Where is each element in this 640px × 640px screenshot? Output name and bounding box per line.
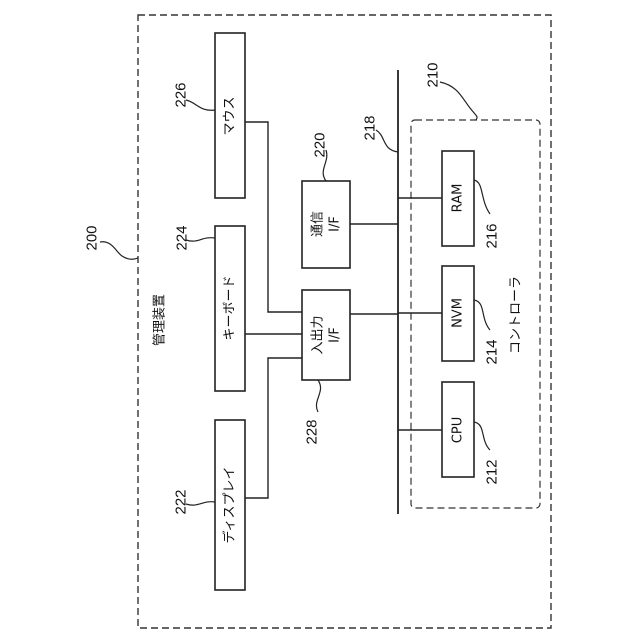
cpu-leader	[474, 422, 490, 450]
device-title: 管理装置	[153, 294, 168, 346]
display-label: ディスプレイ	[222, 466, 238, 543]
display-ref: 222	[173, 489, 190, 514]
mouse-leader	[186, 100, 215, 110]
nvm-ref: 214	[484, 339, 501, 364]
mouse-connection	[245, 122, 302, 312]
controller-ref: 210	[425, 62, 442, 87]
device-leader	[100, 242, 138, 260]
ram-ref: 216	[484, 223, 501, 248]
io-if-label-line1: 入出力	[311, 315, 326, 354]
display-connection	[245, 358, 302, 498]
controller-title: コントローラ	[509, 276, 524, 354]
comm-if-label-line1: 通信	[311, 211, 326, 237]
bus-leader	[376, 130, 398, 152]
cpu-label: CPU	[451, 417, 466, 443]
display-leader	[186, 502, 215, 505]
io-if-ref: 228	[304, 419, 321, 444]
bus-ref: 218	[362, 115, 379, 140]
nvm-leader	[474, 300, 490, 330]
cpu-ref: 212	[484, 459, 501, 484]
ram-label: RAM	[451, 184, 466, 213]
nvm-label: NVM	[451, 298, 466, 328]
ram-leader	[474, 180, 490, 214]
keyboard-label: キーボード	[223, 275, 238, 340]
io-if-label-line2: I/F	[328, 327, 343, 343]
comm-if-label-line2: I/F	[328, 216, 343, 232]
controller-leader	[440, 82, 477, 120]
comm-if-ref: 220	[312, 132, 329, 157]
io-if-box	[302, 290, 350, 380]
device-ref: 200	[84, 225, 101, 250]
io-if-leader	[316, 380, 320, 412]
keyboard-ref: 224	[174, 225, 191, 250]
comm-if-box	[302, 181, 350, 268]
mouse-ref: 226	[173, 82, 190, 107]
mouse-label: マウス	[223, 96, 238, 135]
